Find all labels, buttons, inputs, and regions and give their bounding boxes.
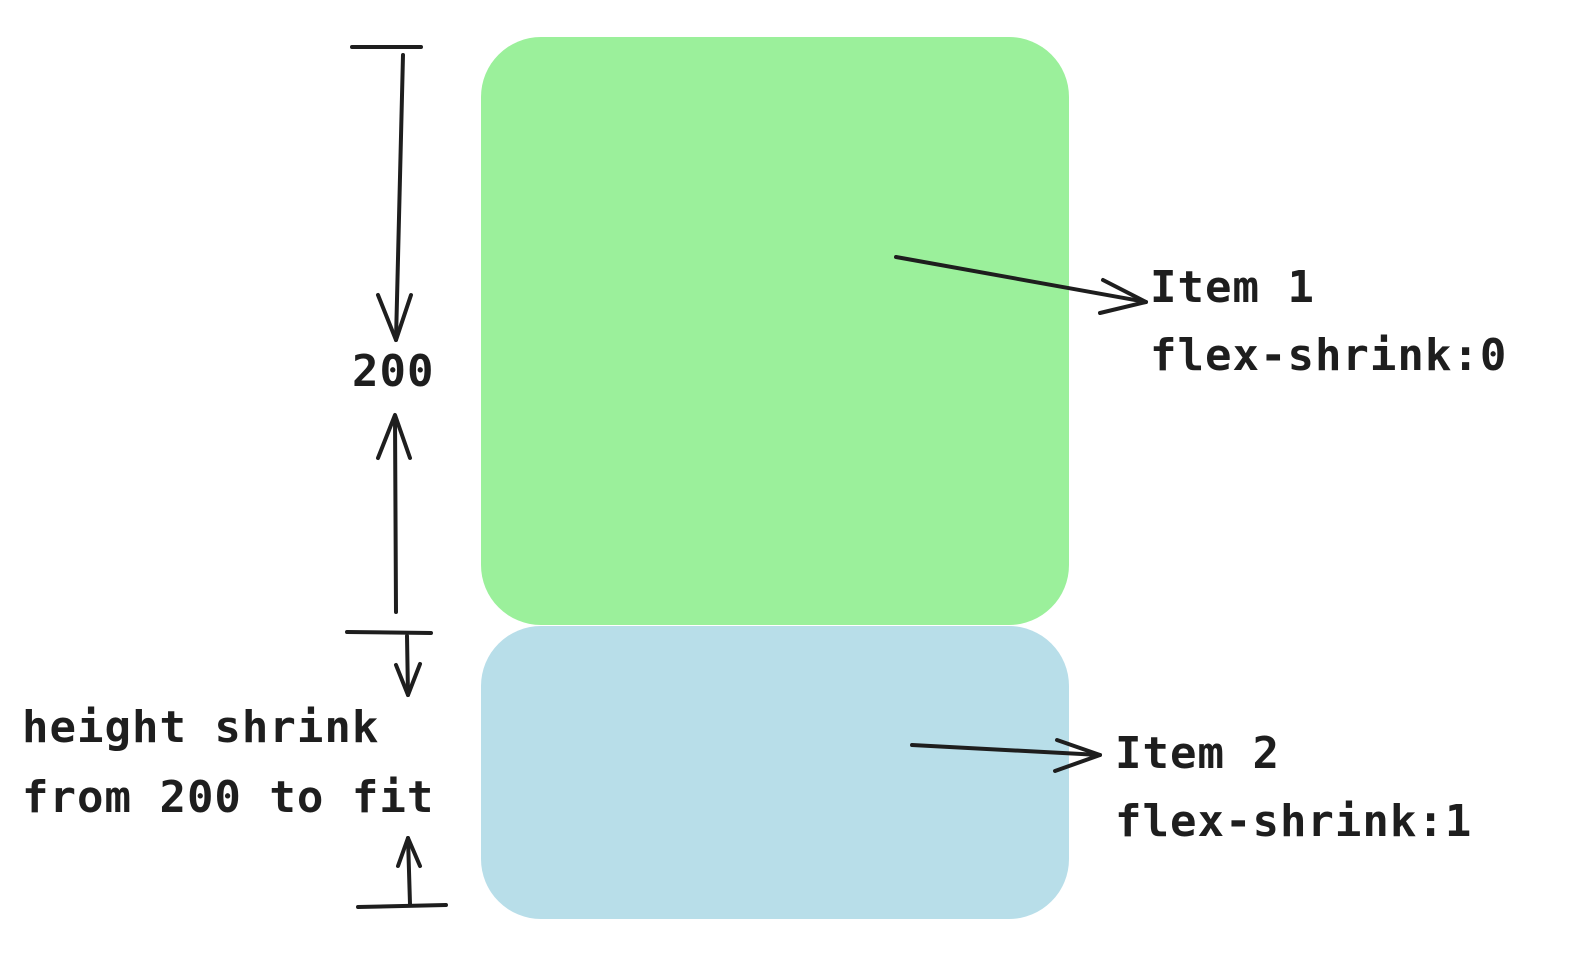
item-1-flex-shrink-label: flex-shrink:0 [1150,330,1508,381]
item-2-box [481,626,1069,919]
item-2-flex-shrink-label: flex-shrink:1 [1115,796,1473,847]
shrink-note-line-1: height shrink [22,702,380,753]
shrink-note-line-2: from 200 to fit [22,772,435,823]
item-1-title: Item 1 [1150,262,1315,313]
item-2-title: Item 2 [1115,728,1280,779]
height-value-label: 200 [352,346,435,397]
item-1-box [481,37,1069,625]
height-dimension-arrow [345,45,433,635]
